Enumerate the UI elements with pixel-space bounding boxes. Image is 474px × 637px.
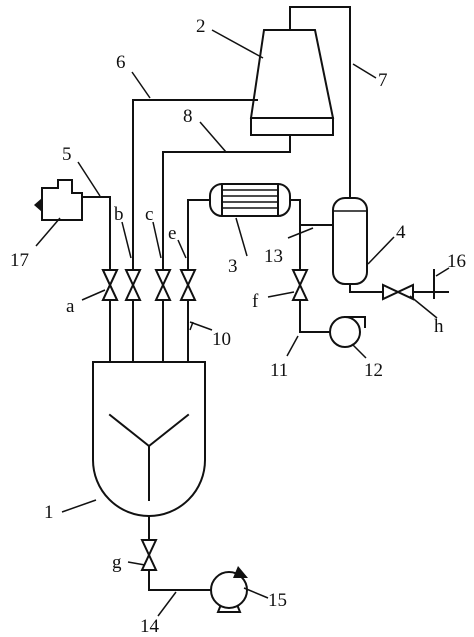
label-2: 2 <box>196 16 206 37</box>
feeder-17 <box>34 179 83 221</box>
label-7: 7 <box>378 70 388 91</box>
reactor <box>92 361 206 517</box>
valve-f <box>291 269 309 301</box>
label-g: g <box>112 552 122 573</box>
cooling-tower <box>249 29 335 136</box>
label-12: 12 <box>364 360 383 381</box>
label-17: 17 <box>10 250 29 271</box>
label-11: 11 <box>270 360 288 381</box>
valve-c <box>154 269 172 301</box>
label-13: 13 <box>264 246 283 267</box>
labels: 2 6 7 8 5 17 b c e a 3 13 4 f 10 11 12 1… <box>10 16 466 637</box>
label-e: e <box>168 223 176 244</box>
label-1: 1 <box>44 502 54 523</box>
label-4: 4 <box>396 222 406 243</box>
label-8: 8 <box>183 106 193 127</box>
label-h: h <box>434 316 444 337</box>
label-15: 15 <box>268 590 287 611</box>
valve-e <box>179 269 197 301</box>
label-c: c <box>145 204 153 225</box>
label-16: 16 <box>447 251 466 272</box>
label-b: b <box>114 204 124 225</box>
heat-exchanger <box>209 183 291 217</box>
label-a: a <box>66 296 75 317</box>
label-6: 6 <box>116 52 126 73</box>
label-f: f <box>252 291 259 312</box>
leader-lines <box>35 29 450 617</box>
pump-12 <box>329 316 366 348</box>
valve-a <box>101 269 119 301</box>
valve-g <box>140 539 158 571</box>
label-14: 14 <box>140 616 160 637</box>
pump-15 <box>210 566 248 613</box>
label-10: 10 <box>212 329 231 350</box>
label-5: 5 <box>62 144 72 165</box>
valve-b <box>124 269 142 301</box>
valve-h <box>382 283 414 301</box>
label-3: 3 <box>228 256 238 277</box>
separator-vessel <box>332 197 368 285</box>
